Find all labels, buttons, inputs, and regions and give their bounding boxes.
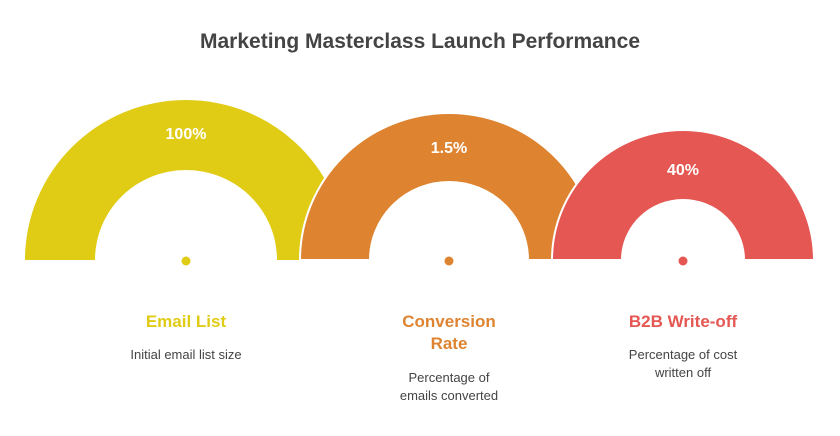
gauge-description: Percentage of emails converted <box>399 370 499 403</box>
gauge-label: Email List <box>145 312 227 331</box>
gauge-dot <box>181 256 191 266</box>
gauge-b2b-write-off <box>550 129 816 261</box>
gauge-value: 100% <box>166 126 207 143</box>
gauge-label: Conversion Rate <box>402 312 496 353</box>
gauge-description: Percentage of cost written off <box>628 347 738 380</box>
gauge-dot <box>444 256 454 266</box>
gauge-label: B2B Write-off <box>628 312 738 331</box>
gauge-dot <box>678 256 688 266</box>
gauge-value: 40% <box>667 162 699 179</box>
page-title: Marketing Masterclass Launch Performance <box>200 30 640 53</box>
gauge-email-list <box>25 100 347 260</box>
gauge-description: Initial email list size <box>130 347 242 362</box>
gauge-value: 1.5% <box>431 140 467 157</box>
